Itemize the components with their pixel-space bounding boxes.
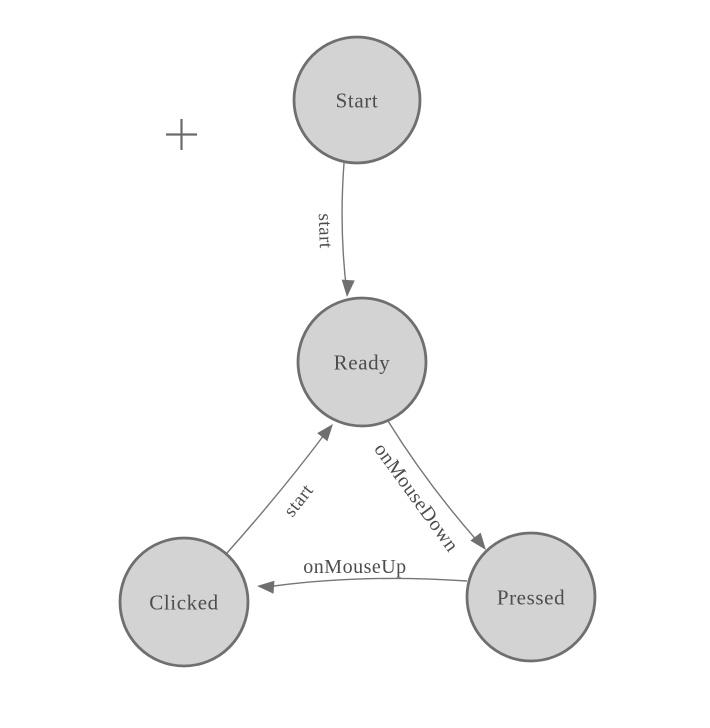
state-node-clicked[interactable]: Clicked [118,536,250,668]
arrowhead-icon [317,424,333,442]
edge-clicked-to-ready[interactable]: start [226,424,333,554]
state-node-ready[interactable]: Ready [296,296,428,428]
node-label-pressed: Pressed [497,585,565,609]
edge-line[interactable] [341,162,348,295]
node-circle[interactable] [118,536,250,668]
node-circle[interactable] [465,531,597,663]
state-node-pressed[interactable]: Pressed [465,531,597,663]
edge-line[interactable] [387,420,480,544]
edge-line[interactable] [273,577,468,587]
edge-line[interactable] [226,430,328,554]
edge-label-start-1: start [314,213,336,249]
node-label-clicked: Clicked [149,590,219,614]
arrowhead-icon [257,580,275,594]
edge-pressed-to-clicked[interactable]: onMouseUp [257,556,468,594]
crosshair-cursor-icon [166,119,197,150]
arrowhead-icon [341,279,355,297]
node-label-start: Start [336,88,379,112]
edge-label-start-2: start [280,480,318,521]
edge-start-to-ready[interactable]: start [314,162,355,297]
edge-label-onmouseup: onMouseUp [303,556,406,578]
edge-label-onmousedown: onMouseDown [369,439,463,556]
state-node-start[interactable]: Start [292,35,422,165]
arrowhead-icon [470,532,486,550]
edge-ready-to-pressed[interactable]: onMouseDown [369,420,486,556]
node-label-ready: Ready [334,350,391,374]
node-circle[interactable] [296,296,428,428]
node-circle[interactable] [292,35,422,165]
